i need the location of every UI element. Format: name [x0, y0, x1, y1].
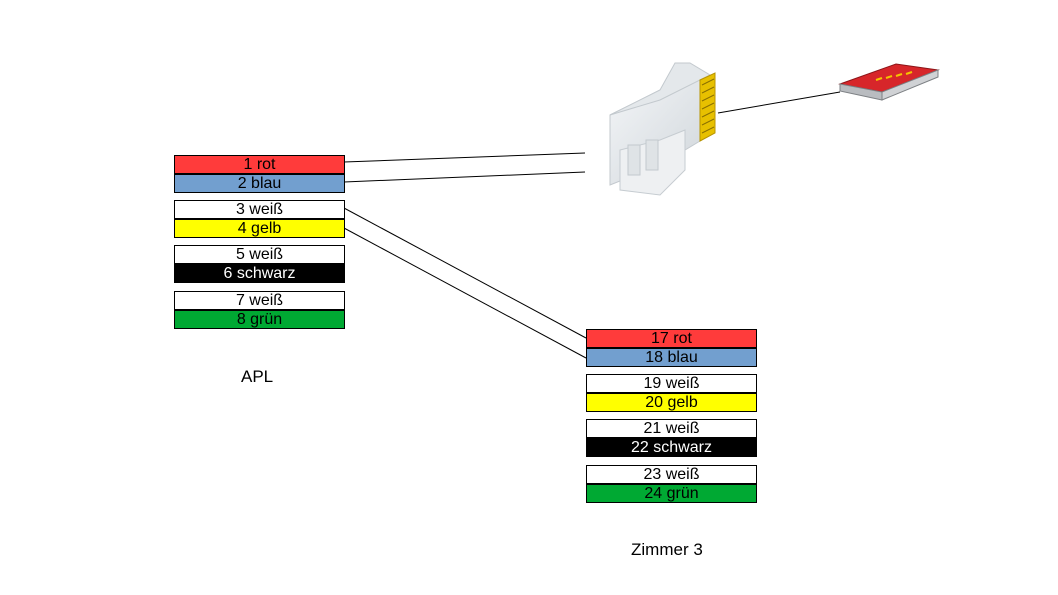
line-connector-to-router — [717, 91, 841, 114]
zimmer3-wire-19: 19 weiß — [586, 374, 757, 393]
line-gelb-to-blau — [343, 227, 587, 359]
zimmer3-wire-23: 23 weiß — [586, 465, 757, 484]
zimmer3-wire-20: 20 gelb — [586, 393, 757, 412]
line-weiss-to-rot — [343, 207, 587, 339]
apl-wire-4: 4 gelb — [174, 219, 345, 238]
zimmer3-wire-22: 22 schwarz — [586, 438, 757, 457]
apl-wire-5: 5 weiß — [174, 245, 345, 264]
zimmer3-wire-18: 18 blau — [586, 348, 757, 367]
apl-label: APL — [241, 367, 274, 386]
zimmer3-wire-24: 24 grün — [586, 484, 757, 503]
router-icon — [838, 63, 940, 101]
apl-wire-7: 7 weiß — [174, 291, 345, 310]
zimmer3-wire-17: 17 rot — [586, 329, 757, 348]
apl-wire-1: 1 rot — [174, 155, 345, 174]
apl-wire-2: 2 blau — [174, 174, 345, 193]
apl-wire-8: 8 grün — [174, 310, 345, 329]
line-blau-to-connector — [343, 171, 586, 183]
rj45-connector-icon — [609, 62, 716, 196]
zimmer3-label: Zimmer 3 — [631, 540, 703, 559]
line-rot-to-connector — [343, 152, 586, 163]
apl-wire-3: 3 weiß — [174, 200, 345, 219]
apl-wire-6: 6 schwarz — [174, 264, 345, 283]
zimmer3-wire-21: 21 weiß — [586, 419, 757, 438]
